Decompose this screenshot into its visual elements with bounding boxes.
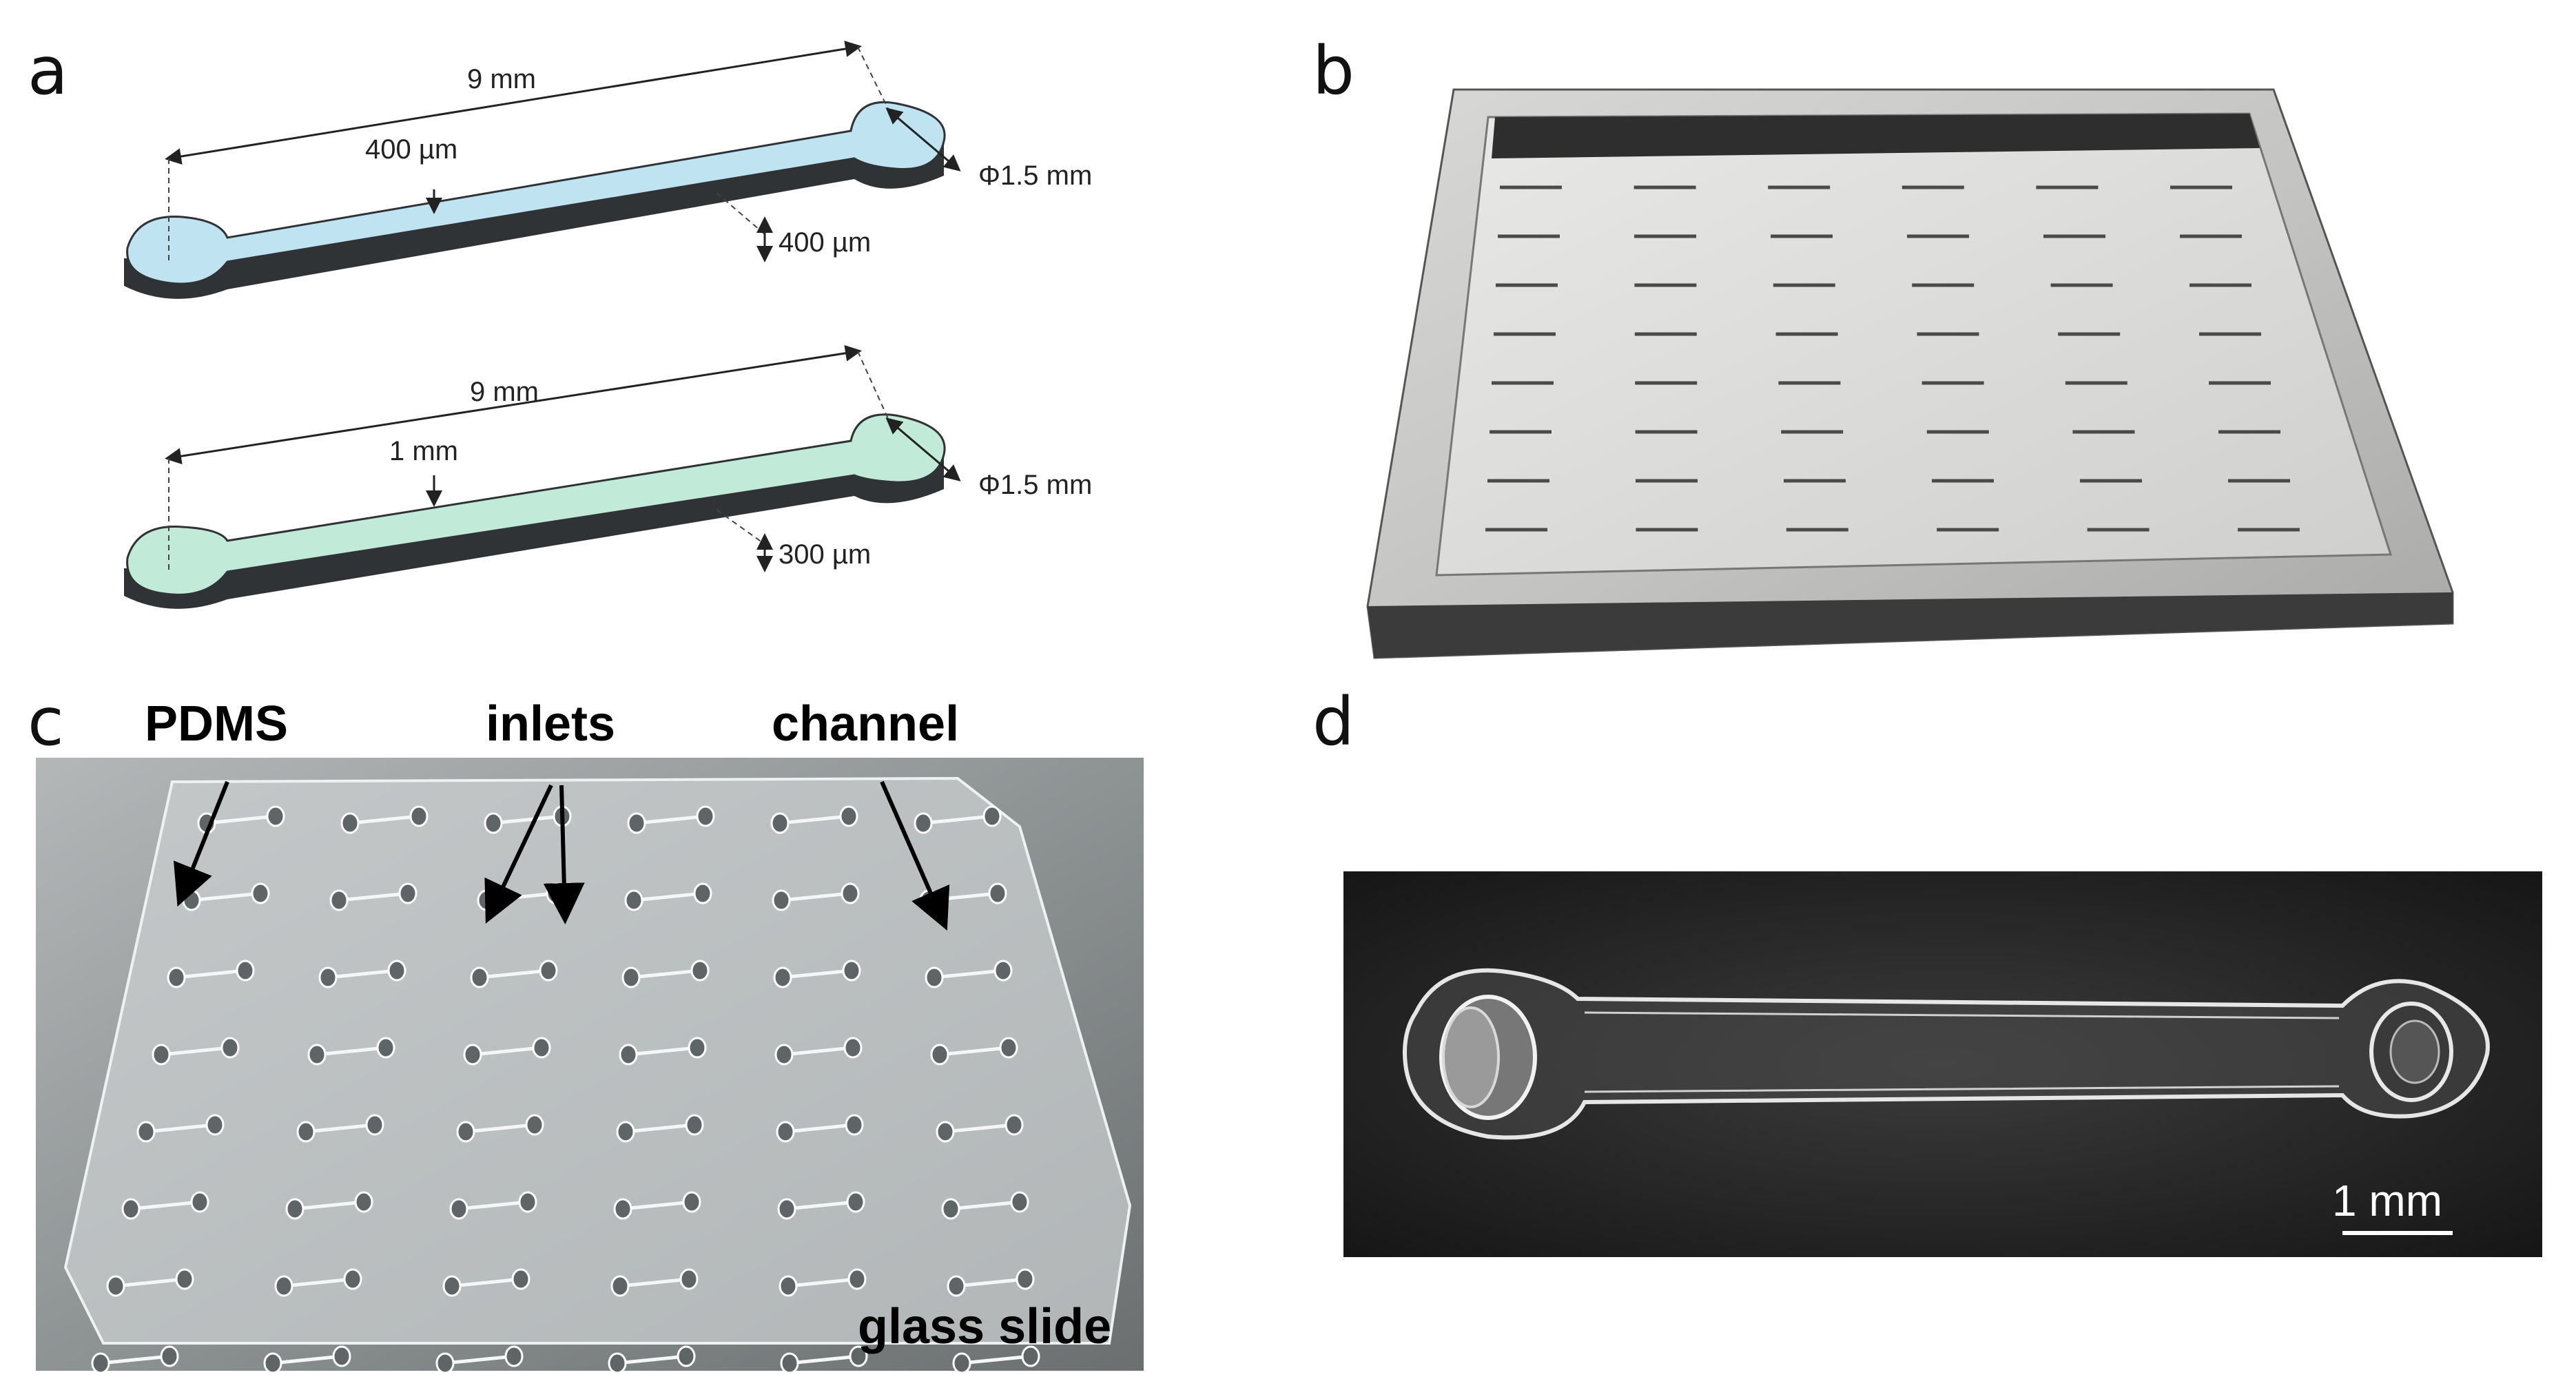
panel-a-top-channel: 9 mm 400 µm Φ1.5 mm 400 µm [124, 41, 1092, 299]
bottom-length-label: 9 mm [470, 377, 539, 407]
pdms-channel [914, 805, 1002, 834]
bottom-width-label: 1 mm [389, 436, 458, 466]
pdms-channel [619, 1037, 707, 1066]
panel-d-letter: d [1312, 683, 1354, 760]
pdms-channel [624, 882, 712, 911]
pdms-channel [610, 1268, 699, 1297]
pdms-channel [936, 1114, 1024, 1143]
inlet-arrow-left [484, 784, 553, 924]
pdms-channel [435, 1345, 524, 1374]
pdms-channel [952, 1345, 1040, 1374]
pdms-channel [285, 1191, 373, 1220]
panel-b-letter: b [1312, 32, 1354, 110]
pdms-channel [263, 1345, 351, 1374]
pdms-channel [463, 1037, 551, 1066]
pdms-channel [779, 1268, 867, 1297]
pdms-channel [780, 1345, 868, 1374]
pdms-channel [136, 1114, 225, 1143]
pdms-channel [152, 1037, 240, 1066]
bottom-depth-label: 300 µm [779, 539, 871, 570]
mold-channel-grid [1485, 185, 2300, 532]
top-diameter-label: Φ1.5 mm [978, 160, 1092, 191]
pdms-channel [456, 1114, 544, 1143]
pdms-channel [484, 805, 572, 834]
pdms-channel [621, 960, 710, 988]
pdms-channel [167, 960, 255, 988]
pdms-channel [91, 1345, 179, 1374]
pdms-channel [925, 960, 1013, 988]
pdms-channel [318, 960, 406, 988]
pdms-channel [774, 1037, 863, 1066]
panel-b-mold-photo [1366, 88, 2454, 659]
pdms-channel [941, 1191, 1029, 1220]
pdms-channel [930, 1037, 1018, 1066]
pdms-channel [613, 1191, 701, 1220]
top-length-label: 9 mm [467, 64, 536, 94]
pdms-label: PDMS [145, 696, 288, 752]
pdms-channel [449, 1191, 537, 1220]
pdms-channel [608, 1345, 696, 1374]
pdms-channel [947, 1268, 1035, 1297]
pdms-channel [773, 960, 861, 988]
panel-d-channel-micrograph: 1 mm [1343, 871, 2542, 1257]
glass-slide-label: glass slide [858, 1299, 1111, 1354]
pdms-channel [772, 882, 860, 911]
inlets-label: inlets [486, 696, 615, 752]
panel-a-letter: a [28, 32, 68, 110]
pdms-channel-grid [91, 805, 1040, 1374]
pdms-channel [121, 1191, 209, 1220]
pdms-channel [777, 1191, 865, 1220]
panel-c-device-photo: PDMS inlets channel glass slide [36, 696, 1144, 1374]
pdms-channel [470, 960, 558, 988]
pdms-channel [307, 1037, 395, 1066]
pdms-channel [296, 1114, 384, 1143]
inlet-arrow-right [543, 785, 585, 924]
top-depth-label: 400 µm [779, 227, 871, 258]
pdms-channel [329, 882, 418, 911]
pdms-channel [442, 1268, 530, 1297]
bottom-diameter-label: Φ1.5 mm [978, 470, 1092, 500]
pdms-channel [776, 1114, 864, 1143]
channel-arrow [880, 780, 950, 931]
top-width-label: 400 µm [365, 134, 457, 165]
pdms-channel [340, 805, 429, 834]
channel-label: channel [772, 696, 959, 752]
panel-a-bottom-channel: 9 mm 1 mm Φ1.5 mm 300 µm [124, 344, 1092, 609]
pdms-channel [106, 1268, 194, 1297]
pdms-arrow [173, 780, 229, 907]
panel-c-letter: c [28, 683, 64, 760]
pdms-channel [770, 805, 858, 834]
pdms-channel [616, 1114, 704, 1143]
pdms-channel [627, 805, 715, 834]
scale-bar-label: 1 mm [2332, 1176, 2442, 1225]
pdms-channel [274, 1268, 362, 1297]
